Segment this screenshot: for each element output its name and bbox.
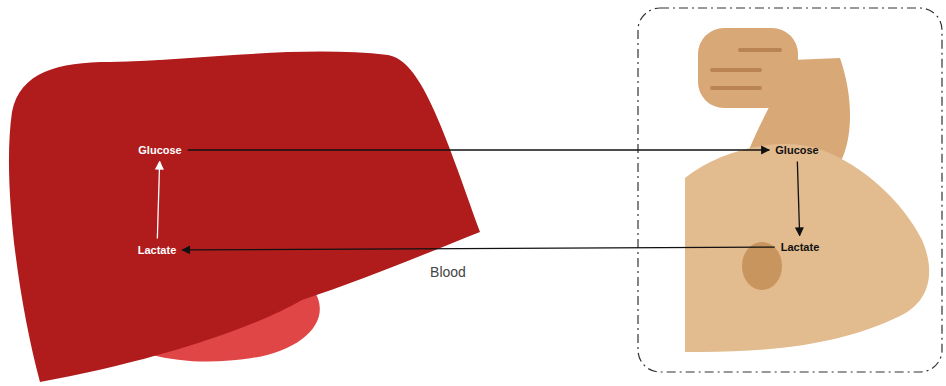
muscle-lactate-label: Lactate — [778, 239, 823, 256]
muscle-glucose-label: Glucose — [772, 142, 821, 159]
liver-shape — [9, 52, 480, 382]
liver-lactate-label: Lactate — [135, 242, 180, 259]
finger-lines — [712, 50, 780, 88]
arrow-connector — [157, 161, 159, 238]
arrow-connector — [182, 247, 774, 250]
node-text: Lactate — [781, 241, 820, 254]
edge-label: Blood — [428, 264, 468, 280]
arrow-connector — [797, 161, 799, 235]
upper-arm — [685, 144, 929, 352]
muscle-region-outline — [638, 8, 942, 372]
liver-glucose-label: Glucose — [135, 142, 184, 159]
node-text: Lactate — [138, 244, 177, 257]
arrow-connector — [188, 149, 770, 150]
node-text: Glucose — [138, 144, 181, 157]
node-text: Glucose — [775, 144, 818, 157]
bicep-shadow — [742, 242, 782, 290]
fist — [698, 28, 798, 108]
